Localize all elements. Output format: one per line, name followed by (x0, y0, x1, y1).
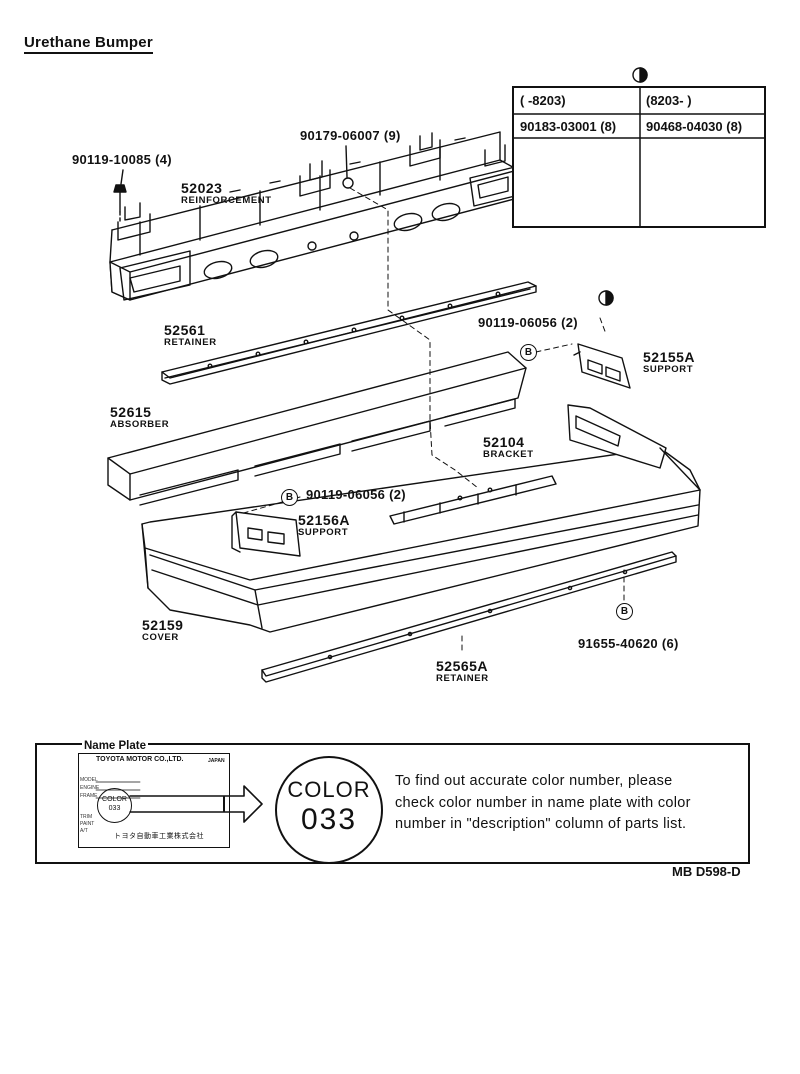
part-name-52561: RETAINER (164, 337, 217, 348)
cover-52159-drawing (142, 405, 700, 632)
name-plate-field-paint: PAINT (80, 821, 95, 827)
part-name-52023: REINFORCEMENT (181, 195, 272, 206)
half-circle-symbol-top (633, 68, 647, 82)
name-plate-field-engine: ENGINE (80, 785, 100, 791)
name-plate-japanese: トヨタ自動車工業株式会社 (114, 833, 204, 840)
name-plate-color-label: COLOR (102, 796, 127, 803)
badge-b-icon: B (616, 603, 633, 620)
bracket-52104-drawing (390, 476, 556, 524)
serial-table-grid (514, 88, 764, 226)
support-52156a-drawing (232, 512, 300, 556)
retainer-52561-drawing (162, 282, 536, 384)
info-line-3: number in "description" column of parts … (395, 816, 687, 832)
plate-to-color-arrow (130, 786, 262, 822)
reinforcement-part-drawing (110, 132, 518, 300)
part-number-52023: 52023 (181, 180, 223, 196)
serial-col1-header: ( -8203) (520, 93, 566, 108)
part-number-52156a: 52156A (298, 512, 351, 528)
part-name-52159: COVER (142, 632, 179, 643)
retainer-52565a-drawing (262, 552, 676, 682)
name-plate-field-model: MODEL (80, 777, 98, 783)
part-number-52565a: 52565A (436, 658, 489, 674)
part-name-52615: ABSORBER (110, 419, 170, 430)
part-name-52156a: SUPPORT (298, 527, 349, 538)
serial-col2-part: 90468-04030 (8) (646, 119, 743, 134)
name-plate-color-circle: COLOR 033 (97, 788, 132, 823)
part-label-90119-06056-b: 90119-06056 (2) (306, 487, 406, 502)
color-label: COLOR (287, 777, 371, 802)
name-plate-title: Name Plate (82, 740, 149, 752)
serial-table: ( -8203) (8203- ) 90183-03001 (8) 90468-… (512, 86, 766, 228)
absorber-52615-drawing (108, 352, 526, 505)
color-code-circle: COLOR 033 (275, 756, 383, 864)
part-number-52561: 52561 (164, 322, 206, 338)
name-plate (78, 753, 230, 848)
name-plate-field-trim: TRIM (80, 814, 93, 820)
part-name-52104: BRACKET (483, 449, 534, 460)
half-circle-symbol-support (599, 291, 613, 305)
serial-col2-header: (8203- ) (646, 93, 692, 108)
part-name-52155a: SUPPORT (643, 364, 694, 375)
color-info-text: To find out accurate color number, pleas… (395, 771, 691, 836)
bolt-10085-drawing (114, 170, 126, 224)
diagram-code: MB D598-D (672, 864, 741, 879)
color-info-box (35, 743, 750, 864)
name-plate-field-at: A/T (80, 828, 88, 834)
name-plate-maker: TOYOTA MOTOR CO.,LTD. (96, 756, 184, 763)
info-line-1: To find out accurate color number, pleas… (395, 773, 673, 789)
part-number-52104: 52104 (483, 434, 525, 450)
nut-06007-drawing (343, 146, 353, 188)
info-line-2: check color number in name plate with co… (395, 794, 691, 811)
support-52155a-drawing (574, 344, 630, 388)
name-plate-country: JAPAN (208, 758, 225, 764)
part-label-90119-10085: 90119-10085 (4) (72, 152, 172, 167)
name-plate-color-code: 033 (108, 805, 121, 812)
part-number-52159: 52159 (142, 617, 184, 633)
part-number-52155a: 52155A (643, 349, 696, 365)
serial-col1-part: 90183-03001 (8) (520, 119, 617, 134)
part-label-91655-40620: 91655-40620 (6) (578, 636, 679, 651)
diagram-title: Urethane Bumper (24, 34, 153, 54)
part-label-90119-06056-a: 90119-06056 (2) (478, 315, 578, 330)
badge-b-icon: B (281, 489, 298, 506)
part-label-90179-06007: 90179-06007 (9) (300, 128, 401, 143)
part-name-52565a: RETAINER (436, 673, 489, 684)
name-plate-field-frame: FRAME (80, 793, 98, 799)
badge-b-icon: B (520, 344, 537, 361)
color-code: 033 (300, 803, 358, 836)
part-number-52615: 52615 (110, 404, 152, 420)
